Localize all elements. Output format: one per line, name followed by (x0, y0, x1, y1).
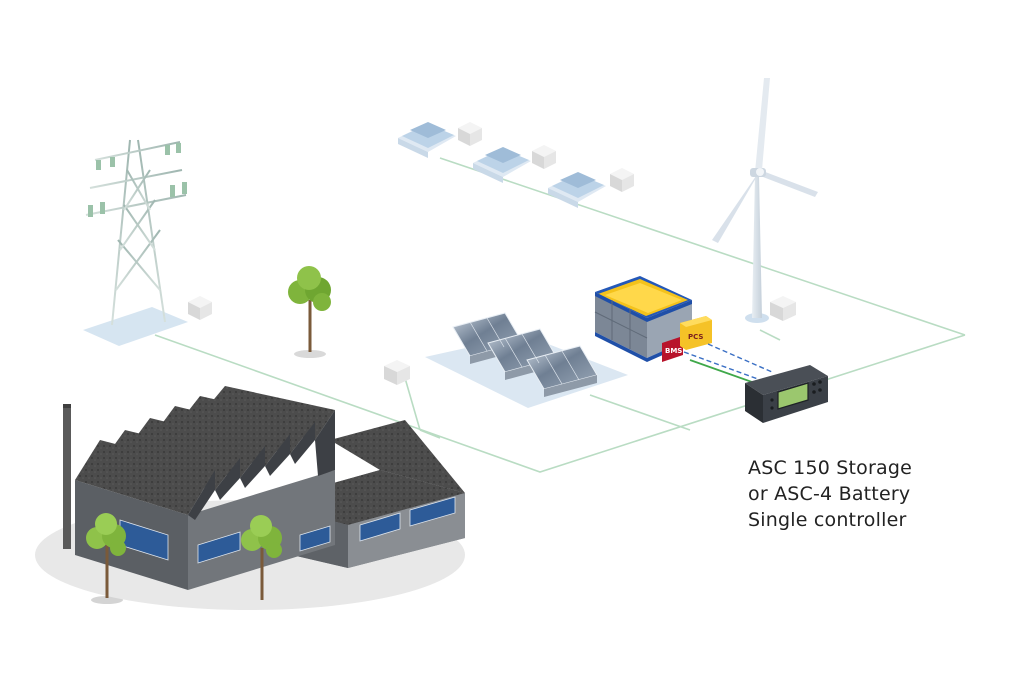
controller-caption: ASC 150 Storage or ASC-4 Battery Single … (748, 455, 1018, 533)
wind-turbine-icon (712, 78, 818, 323)
generator-icon (398, 122, 606, 208)
factory-icon (35, 386, 465, 610)
tree-icon (241, 515, 282, 600)
solar-panel-icon (425, 312, 628, 408)
pcs-module: PCS (680, 316, 712, 350)
bms-label: BMS (665, 347, 682, 355)
transmission-tower-icon (83, 139, 188, 346)
caption-line-1: ASC 150 Storage (748, 457, 913, 479)
bms-module: BMS (662, 336, 683, 362)
pcs-label: PCS (688, 333, 703, 341)
tree-icon (86, 513, 126, 598)
caption-line-2: or ASC-4 Battery (748, 483, 911, 505)
caption-line-3: Single controller (748, 509, 907, 531)
tree-icon (288, 266, 331, 352)
junction-boxes (188, 122, 796, 385)
controller-icon (745, 365, 828, 423)
